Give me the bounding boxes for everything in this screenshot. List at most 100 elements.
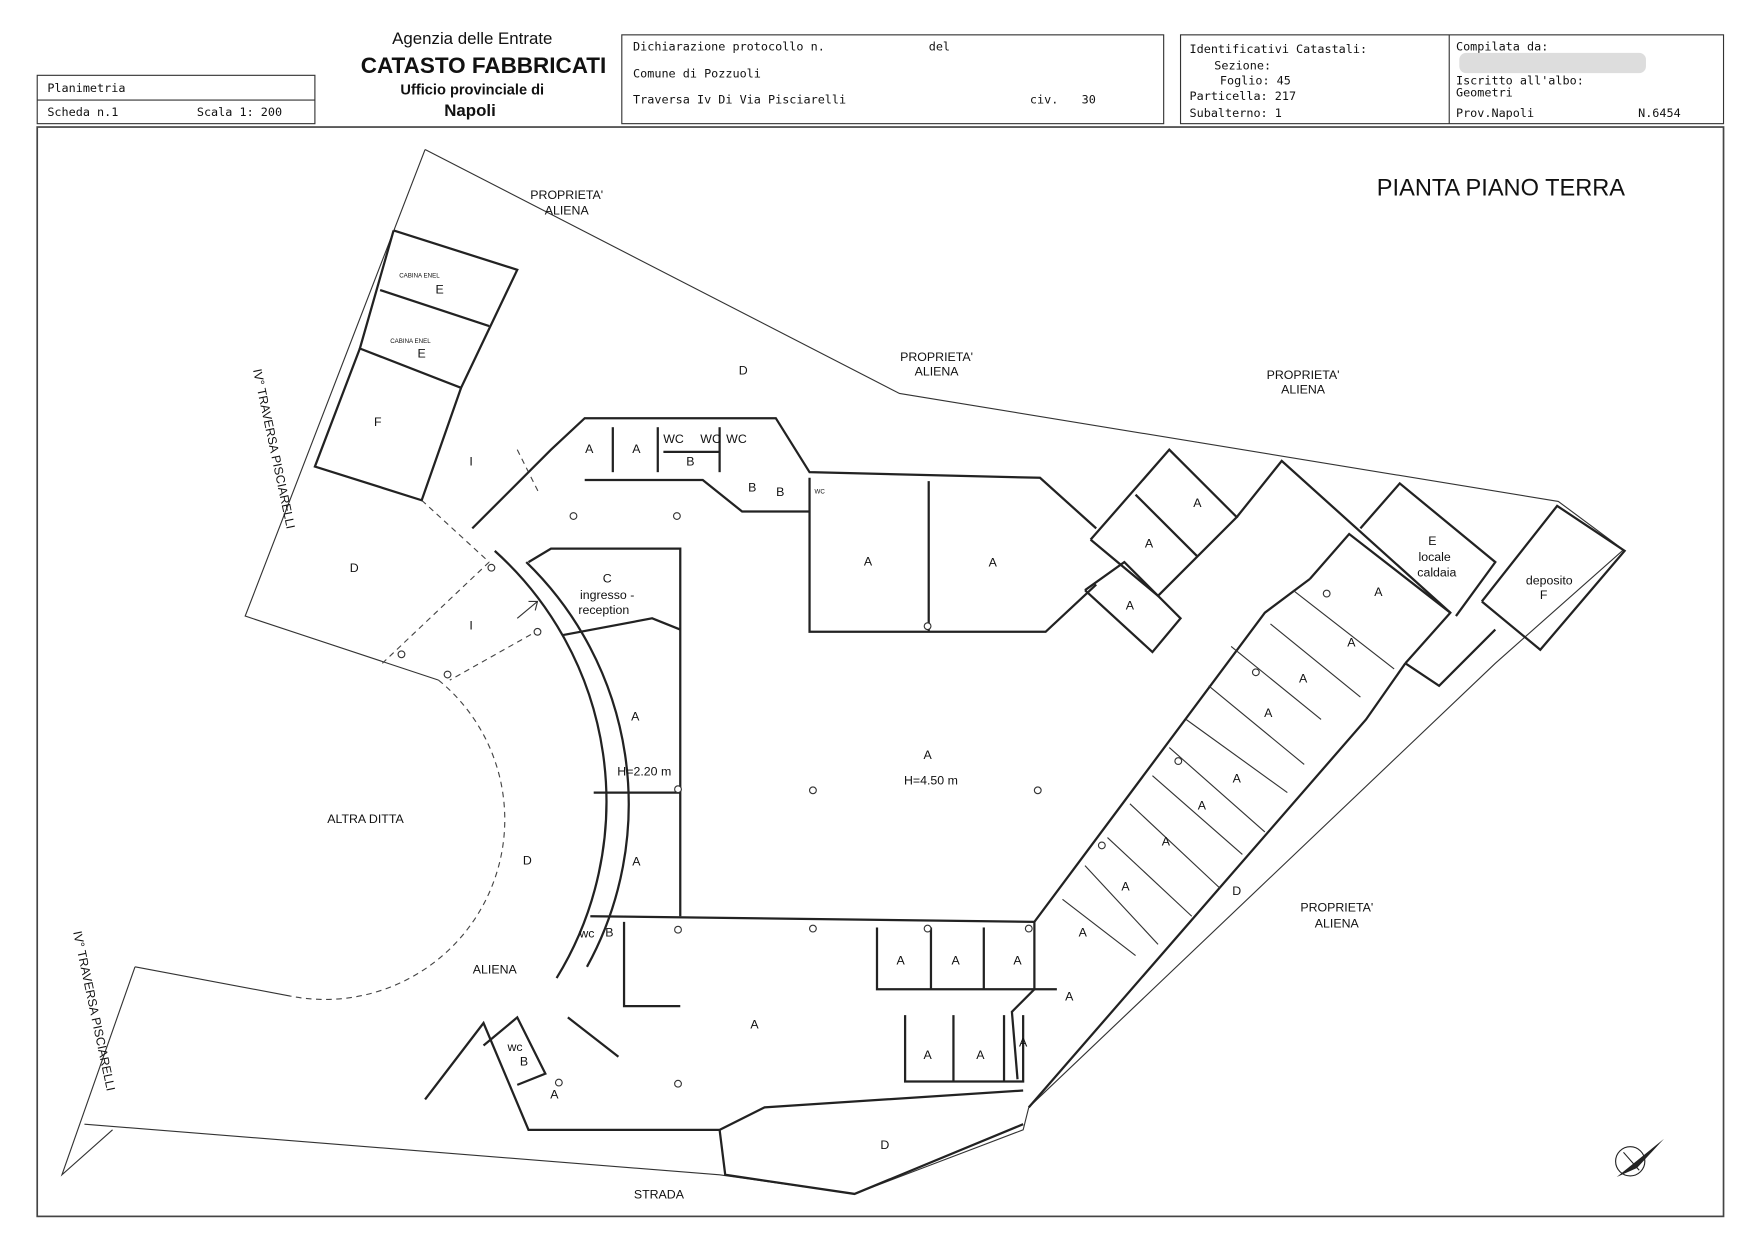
- room-label: deposito: [1526, 574, 1573, 588]
- room-label: ALIENA: [1281, 382, 1326, 396]
- room-label: A: [1013, 954, 1022, 968]
- room-label: B: [776, 485, 784, 499]
- comune-label: Comune di Pozzuoli: [633, 67, 761, 81]
- redacted-name: [1459, 52, 1646, 74]
- room-label: A: [550, 1087, 559, 1101]
- room-label: CABINA ENEL: [390, 338, 431, 345]
- room-label: A: [1145, 536, 1154, 550]
- room-label: I: [469, 454, 472, 468]
- room-label: A: [1374, 585, 1383, 599]
- room-label: H=2.20 m: [617, 765, 671, 779]
- room-label: ALIENA: [473, 963, 518, 977]
- room-label: WC: [726, 432, 747, 446]
- room-label: F: [1540, 588, 1548, 602]
- room-label: A: [1126, 598, 1135, 612]
- room-label: WC: [663, 432, 684, 446]
- header: Planimetria Scheda n.1 Scala 1: 200 Agen…: [36, 29, 1725, 125]
- room-label: PROPRIETA': [1267, 368, 1340, 382]
- dichiarazione-label: Dichiarazione protocollo n.: [633, 40, 825, 54]
- room-label: E: [1428, 534, 1436, 548]
- room-label: ingresso -: [580, 588, 634, 602]
- room-label: A: [1121, 879, 1130, 893]
- subalterno-label: Subalterno: 1: [1190, 106, 1282, 120]
- room-label: wc: [578, 927, 594, 941]
- room-label: A: [1347, 635, 1356, 649]
- room-label: locale: [1418, 550, 1450, 564]
- room-labels: PROPRIETA' ALIENA CABINA ENEL E CABINA E…: [327, 188, 1573, 1201]
- ufficio-label: Ufficio provinciale di: [400, 82, 544, 98]
- room-label: A: [896, 954, 905, 968]
- compilata-label: Compilata da:: [1456, 40, 1548, 54]
- agency-name: Agenzia delle Entrate: [392, 29, 552, 48]
- room-label: A: [864, 554, 873, 568]
- room-label: A: [976, 1048, 985, 1062]
- identificativi-label: Identificativi Catastali:: [1190, 42, 1368, 56]
- room-label: A: [1065, 990, 1074, 1004]
- room-label: A: [923, 748, 932, 762]
- room-label: D: [739, 363, 748, 377]
- civ-value: 30: [1082, 92, 1096, 106]
- room-label: A: [952, 954, 961, 968]
- room-label: A: [1264, 706, 1273, 720]
- room-label: D: [1232, 884, 1241, 898]
- floor-plan: [60, 149, 1627, 1196]
- scala-label: Scala 1: 200: [197, 105, 282, 119]
- room-label: A: [1299, 671, 1308, 685]
- prov-label: Prov.Napoli: [1456, 106, 1534, 120]
- room-label: PROPRIETA': [1300, 901, 1373, 915]
- room-label: H=4.50 m: [904, 774, 958, 788]
- room-label: WC: [700, 432, 721, 446]
- plan-frame: [36, 126, 1725, 1218]
- catasto-title: CATASTO FABBRICATI: [361, 53, 606, 78]
- iscritto-label: Iscritto all'albo:: [1456, 73, 1584, 87]
- room-label: I: [469, 619, 472, 633]
- foglio-label: Foglio: 45: [1220, 73, 1291, 87]
- numero-label: N.6454: [1638, 106, 1681, 120]
- room-label: B: [748, 480, 756, 494]
- particella-label: Particella: 217: [1190, 89, 1297, 103]
- room-label: B: [605, 925, 613, 939]
- room-label: A: [632, 855, 641, 869]
- room-label: ALIENA: [545, 204, 590, 218]
- room-label: E: [436, 282, 444, 296]
- room-label: A: [1193, 496, 1202, 510]
- planimetria-label: Planimetria: [47, 81, 125, 95]
- north-arrow-icon: [1615, 1138, 1664, 1178]
- room-label: A: [1019, 1036, 1028, 1050]
- room-label: A: [631, 710, 640, 724]
- scheda-label: Scheda n.1: [47, 105, 118, 119]
- civ-label: civ.: [1030, 92, 1058, 106]
- room-label: B: [686, 454, 694, 468]
- room-label: reception: [578, 603, 629, 617]
- room-label: B: [520, 1055, 528, 1069]
- room-label: A: [1198, 798, 1207, 812]
- room-label: A: [1162, 834, 1171, 848]
- street-label-1: IV° TRAVERSA PISCIARELLI: [250, 368, 298, 531]
- room-label: A: [923, 1048, 932, 1062]
- room-label: A: [585, 442, 594, 456]
- room-label: A: [632, 442, 641, 456]
- room-label: PROPRIETA': [900, 350, 973, 364]
- room-label: ALIENA: [915, 364, 960, 378]
- room-label: A: [989, 556, 998, 570]
- room-label: D: [880, 1138, 889, 1152]
- albo-label: Geometri: [1456, 86, 1513, 100]
- street-label-2: IV° TRAVERSA PISCIARELLI: [70, 930, 118, 1093]
- room-label: ALIENA: [1315, 916, 1360, 930]
- room-label: C: [603, 571, 612, 585]
- plan-title: PIANTA PIANO TERRA: [1377, 176, 1625, 202]
- del-label: del: [929, 40, 950, 54]
- room-label: A: [750, 1018, 759, 1032]
- room-label: caldaia: [1417, 566, 1456, 580]
- room-label: wc: [506, 1040, 522, 1054]
- sezione-label: Sezione:: [1214, 59, 1271, 73]
- room-label: ALTRA DITTA: [327, 812, 404, 826]
- city-label: Napoli: [444, 101, 496, 120]
- room-label: A: [1079, 925, 1088, 939]
- room-label: STRADA: [634, 1187, 685, 1201]
- room-label: A: [1233, 771, 1242, 785]
- room-label: D: [523, 854, 532, 868]
- address-label: Traversa Iv Di Via Pisciarelli: [633, 92, 846, 106]
- room-label: F: [374, 415, 382, 429]
